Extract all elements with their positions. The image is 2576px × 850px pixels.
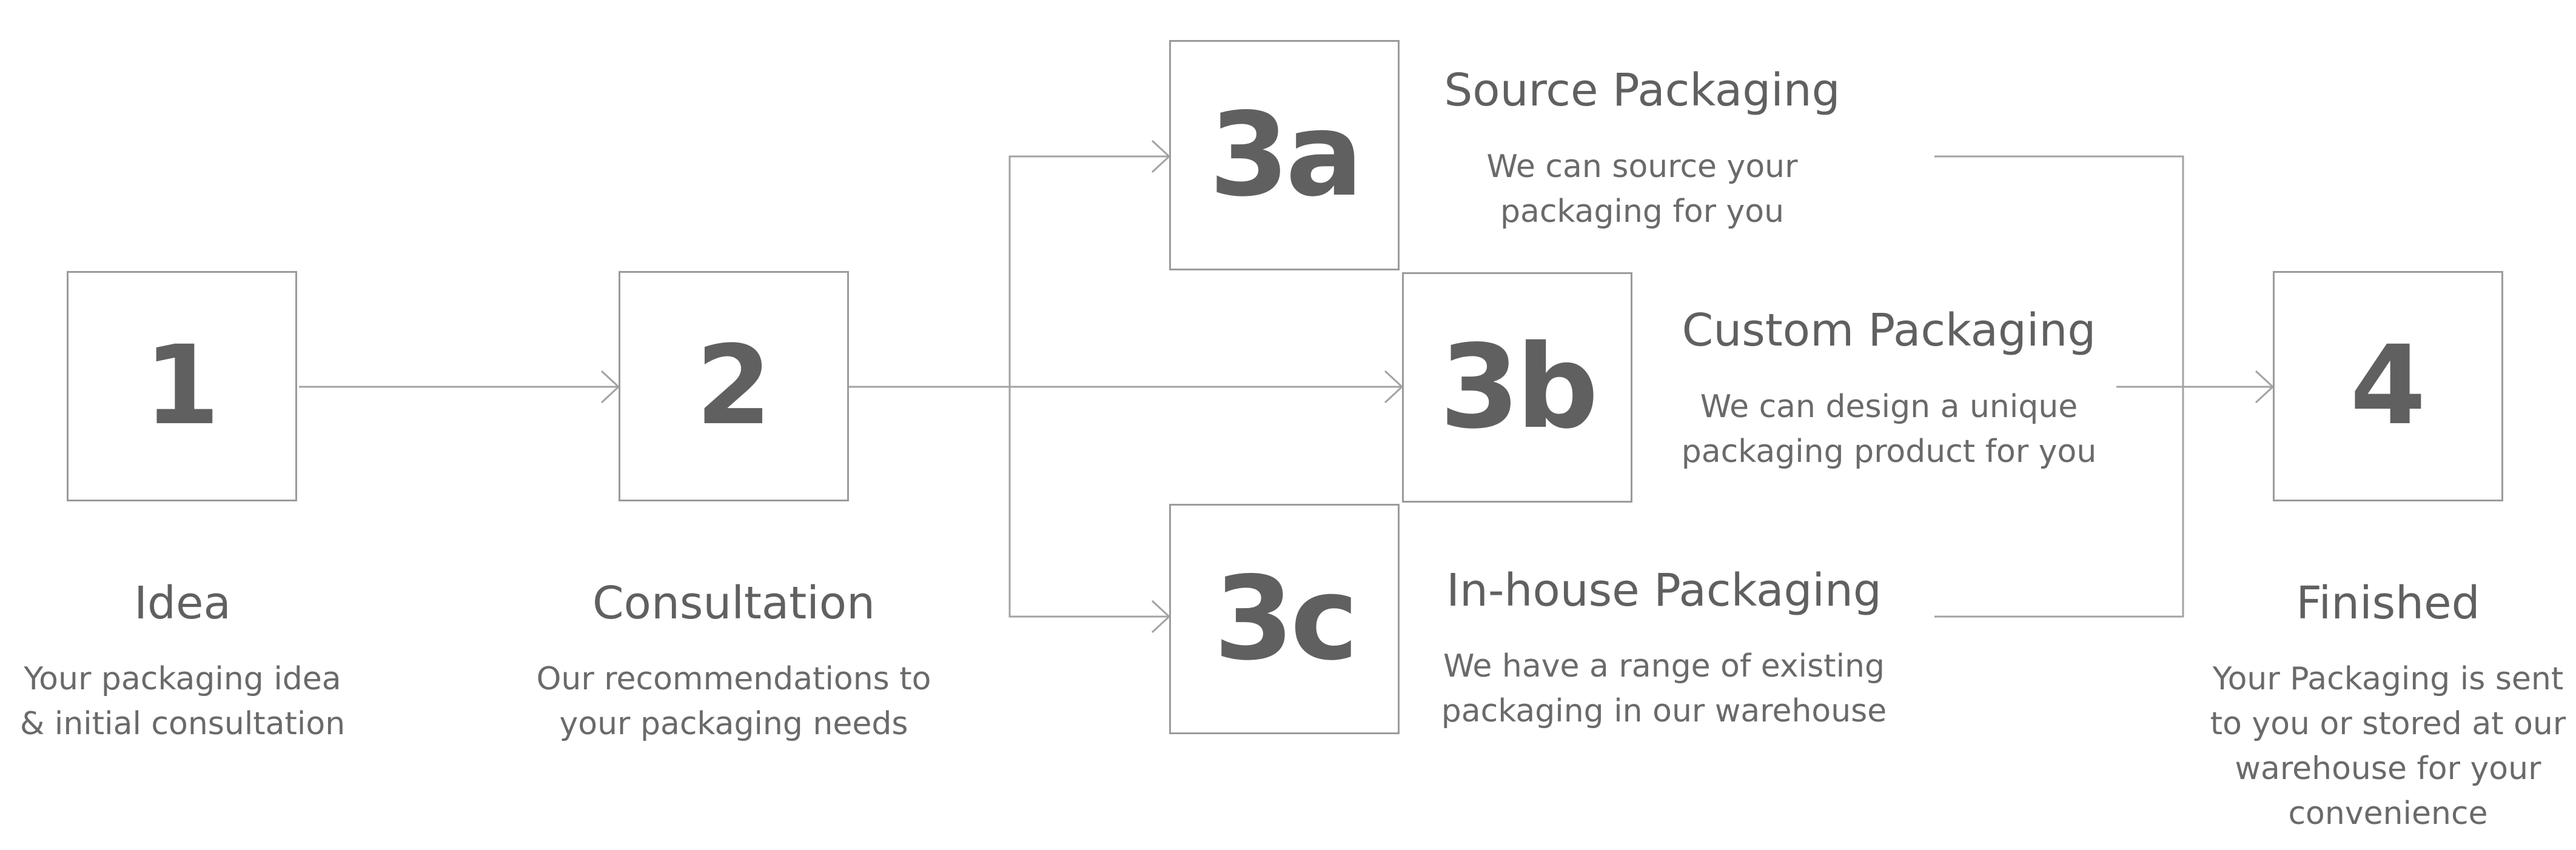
step-3a-number: 3a — [1209, 88, 1363, 222]
step-3b-number: 3b — [1439, 320, 1598, 454]
step-2-number: 2 — [696, 323, 772, 449]
step-1-description: Your packaging idea & initial consultati… — [19, 661, 346, 742]
step-1-number: 1 — [144, 323, 220, 449]
step-3b-title: Custom Packaging — [1682, 304, 2096, 356]
step-3c-title: In-house Packaging — [1446, 564, 1882, 617]
step-3b-description: We can design a unique packaging product… — [1681, 389, 2097, 470]
step-3c-number: 3c — [1213, 552, 1359, 686]
step-2-box: 2 — [619, 271, 849, 501]
step-3a-description: We can source your packaging for you — [1486, 149, 1798, 230]
step-2-description: Our recommendations to your packaging ne… — [536, 661, 931, 742]
step-3a-title: Source Packaging — [1444, 64, 1840, 116]
step-2-title: Consultation — [592, 577, 875, 629]
step-4-number: 4 — [2350, 323, 2426, 449]
step-4-title: Finished — [2296, 577, 2480, 629]
step-4-box: 4 — [2273, 271, 2503, 501]
step-4-description: Your Packaging is sent to you or stored … — [2210, 661, 2566, 832]
step-3c-box: 3c — [1169, 504, 1400, 734]
step-3b-box: 3b — [1402, 272, 1632, 503]
step-3a-box: 3a — [1169, 40, 1400, 270]
step-1-box: 1 — [67, 271, 297, 501]
connector-branch-3c — [1008, 387, 1169, 618]
step-1-title: Idea — [134, 577, 231, 629]
step-3c-description: We have a range of existing packaging in… — [1441, 648, 1887, 729]
connector-branch-3a — [1008, 155, 1169, 387]
